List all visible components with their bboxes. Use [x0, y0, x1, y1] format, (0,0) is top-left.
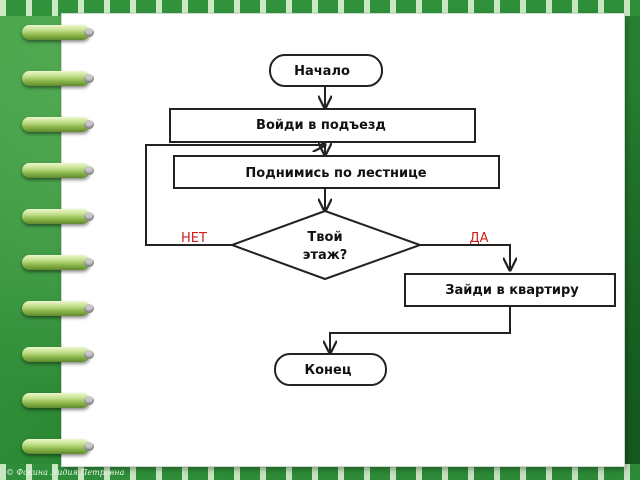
process-climb-label: Поднимись по лестнице	[245, 166, 426, 181]
branch-no-label: НЕТ	[181, 231, 207, 246]
author-watermark-signature: © Фокина Лидия Петровна	[6, 468, 125, 477]
binder-ring-icon	[22, 163, 94, 178]
top-stripe-border	[0, 0, 640, 16]
end-label: Конец	[305, 363, 352, 378]
binder-ring-icon	[22, 301, 94, 316]
arrow-apartment-to-end	[330, 306, 511, 353]
arrow-yes-branch	[420, 244, 510, 270]
process-enter-label: Войди в подъезд	[256, 118, 386, 133]
process-enter-node: Войди в подъезд	[169, 108, 476, 143]
binder-ring-icon	[22, 347, 94, 362]
decision-label-line1: Твой	[307, 230, 342, 245]
decision-label-line2: этаж?	[303, 248, 348, 263]
process-apartment-node: Зайди в квартиру	[404, 273, 616, 307]
bottom-stripe-border	[0, 464, 640, 480]
branch-yes-label: ДА	[469, 231, 488, 246]
binder-ring-icon	[22, 393, 94, 408]
start-node: Начало	[269, 54, 383, 87]
binder-ring-icon	[22, 71, 94, 86]
arrow-no-loop	[145, 145, 325, 246]
binder-ring-icon	[22, 439, 94, 454]
start-label: Начало	[294, 64, 350, 79]
end-node: Конец	[274, 353, 387, 386]
process-apartment-label: Зайди в квартиру	[445, 283, 579, 298]
binder-ring-icon	[22, 117, 94, 132]
connectors	[145, 86, 511, 353]
decision-node: Твой этаж?	[229, 209, 423, 281]
binder-ring-icon	[22, 255, 94, 270]
binder-ring-icon	[22, 209, 94, 224]
process-climb-node: Поднимись по лестнице	[173, 155, 500, 189]
binder-ring-icon	[22, 25, 94, 40]
